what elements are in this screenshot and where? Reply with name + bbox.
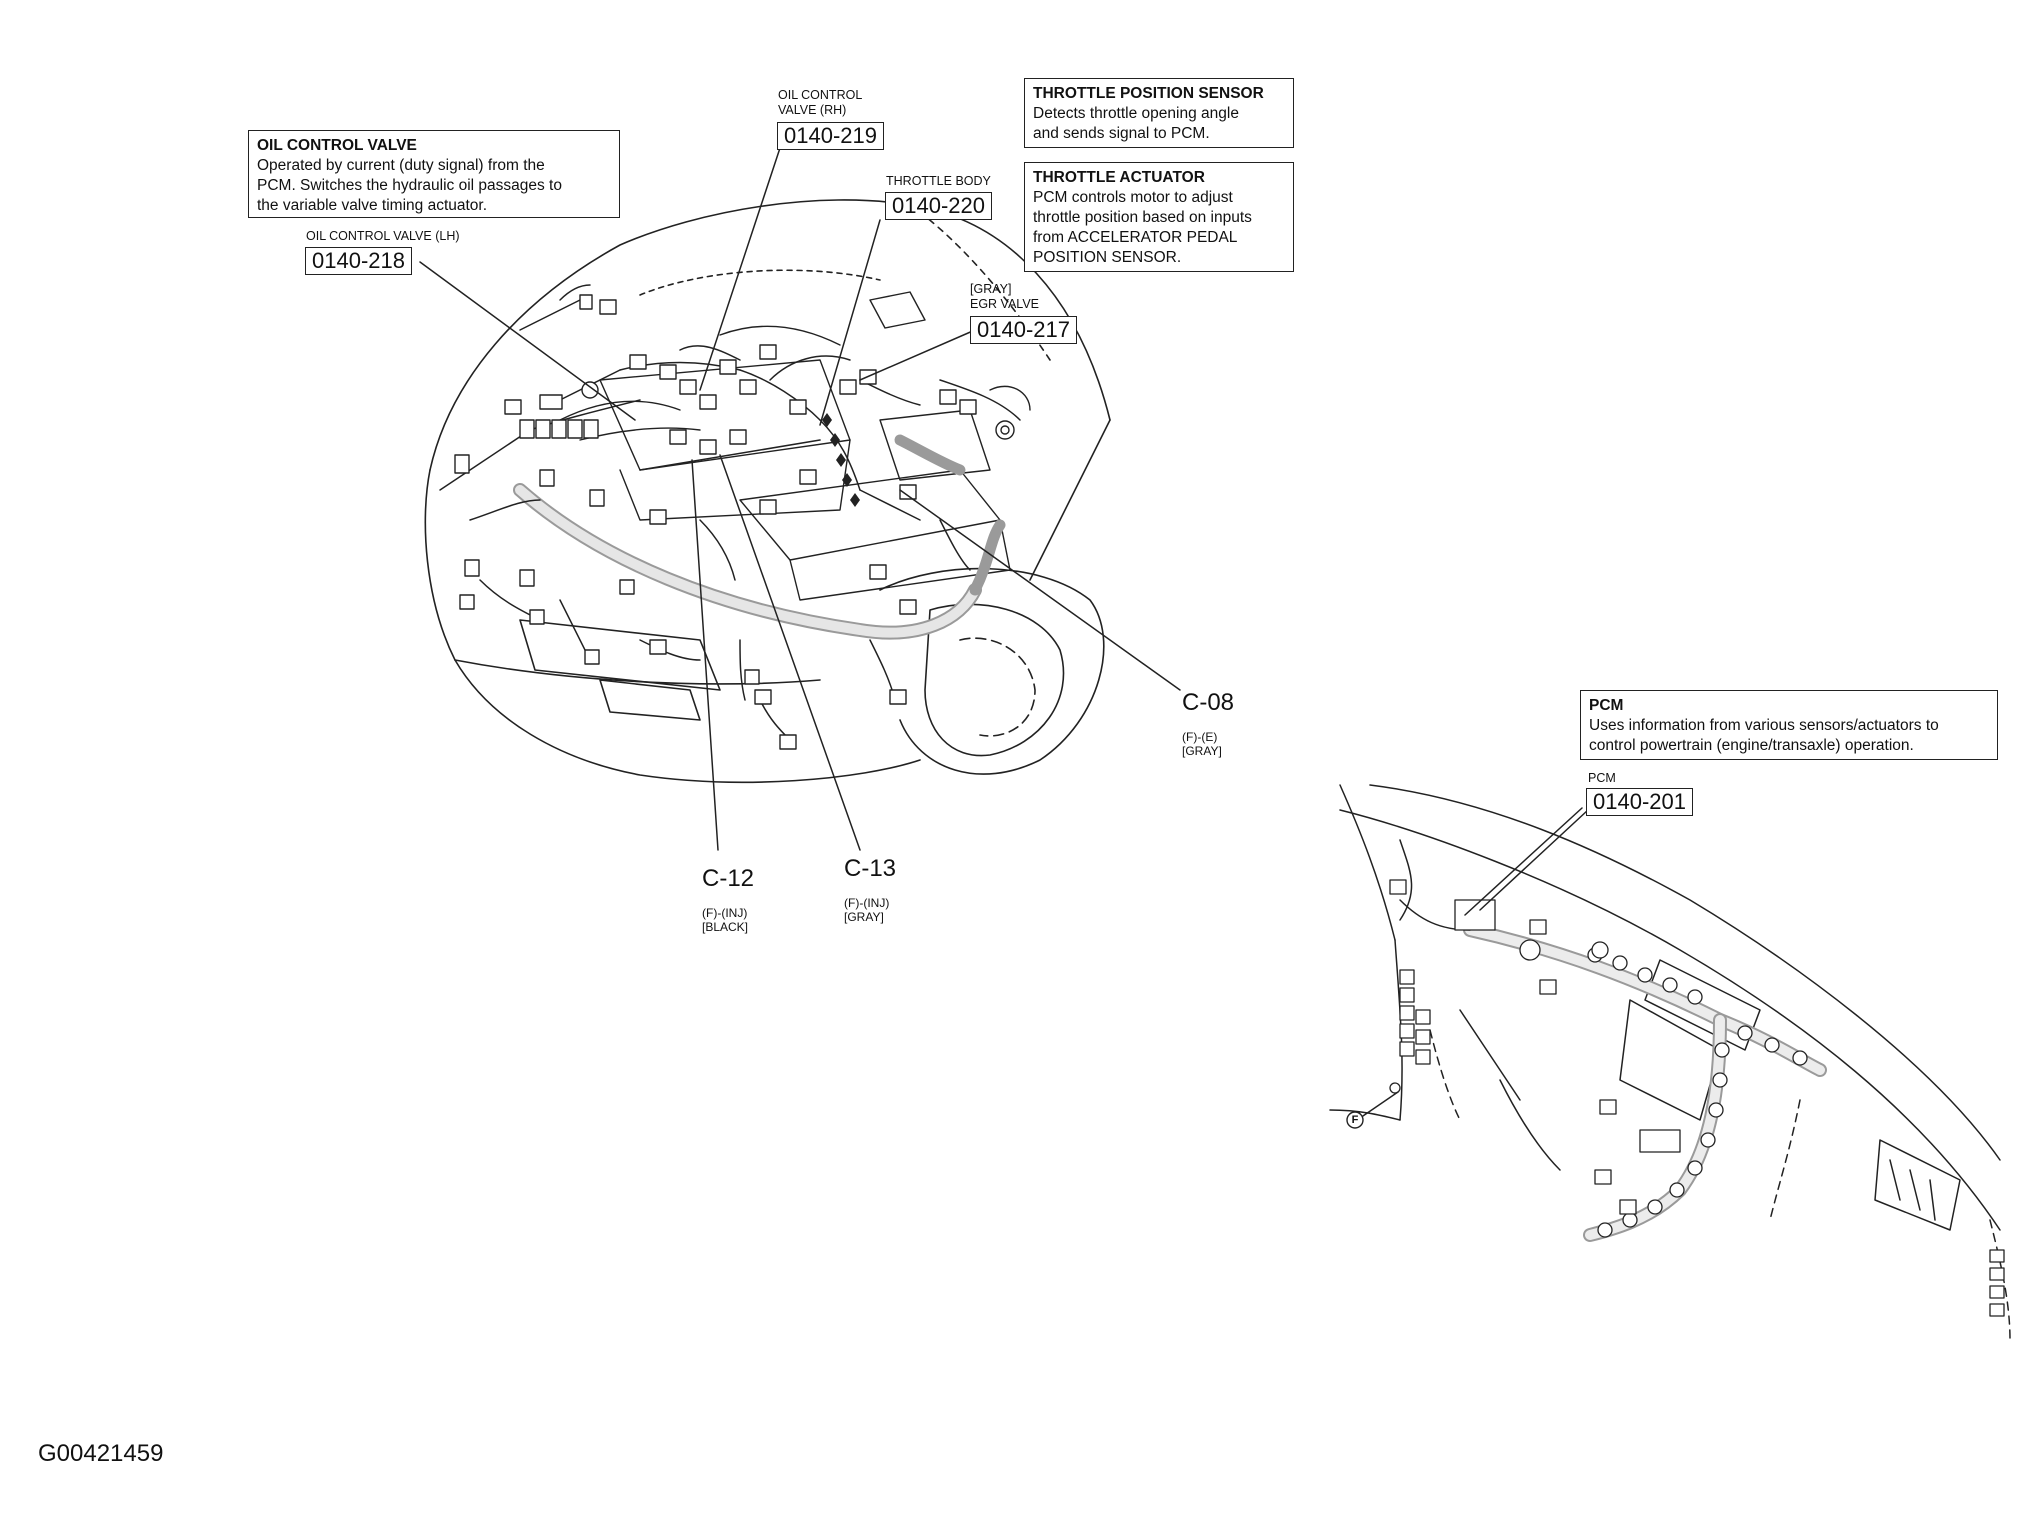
leader-lines bbox=[419, 147, 1181, 851]
marker-f: F bbox=[1351, 1114, 1359, 1126]
connector-c12-detail: (F)-(INJ) [BLACK] bbox=[702, 906, 749, 934]
main-harness bbox=[513, 427, 1006, 640]
label-egr-valve: [GRAY] EGR VALVE bbox=[970, 282, 1040, 311]
callout-throttle-actuator: THROTTLE ACTUATOR PCM controls motor to … bbox=[1024, 162, 1294, 272]
callout-oil-control-valve-heading: OIL CONTROL VALVE bbox=[257, 137, 417, 154]
callout-throttle-position-sensor: THROTTLE POSITION SENSOR Detects throttl… bbox=[1024, 78, 1294, 148]
label-ocv-lh: OIL CONTROL VALVE (LH) bbox=[306, 229, 460, 243]
code-egr-valve: 0140-217 bbox=[970, 316, 1077, 344]
throttle-marks bbox=[822, 413, 860, 507]
connector-c13-detail: (F)-(INJ) [GRAY] bbox=[844, 896, 890, 924]
code-ocv-lh: 0140-218 bbox=[305, 247, 412, 275]
callout-tps-body: Detects throttle opening angle and sends… bbox=[1033, 105, 1239, 142]
dashboard-outline bbox=[1329, 784, 2011, 1341]
connector-c13-id: C-13 bbox=[844, 855, 897, 882]
code-pcm: 0140-201 bbox=[1586, 788, 1693, 816]
marker-f-circle bbox=[1346, 1111, 1364, 1129]
callout-oil-control-valve: OIL CONTROL VALVE Operated by current (d… bbox=[248, 130, 620, 218]
callout-pcm: PCM Uses information from various sensor… bbox=[1580, 690, 1998, 760]
callout-throttle-actuator-body: PCM controls motor to adjust throttle po… bbox=[1033, 189, 1252, 266]
connector-blocks bbox=[454, 294, 1015, 750]
connector-c08-detail: (F)-(E) [GRAY] bbox=[1182, 730, 1222, 758]
pcm-leaders bbox=[1359, 807, 1589, 1119]
connector-c13: C-13 (F)-(INJ) [GRAY] bbox=[844, 842, 897, 925]
connector-c12: C-12 (F)-(INJ) [BLACK] bbox=[702, 852, 755, 935]
engine-parts bbox=[559, 291, 1031, 601]
connector-c08: C-08 (F)-(E) [GRAY] bbox=[1182, 676, 1235, 759]
callout-oil-control-valve-body: Operated by current (duty signal) from t… bbox=[257, 157, 562, 214]
figure-id: G00421459 bbox=[38, 1440, 164, 1467]
code-ocv-rh: 0140-219 bbox=[777, 122, 884, 150]
callout-tps-heading: THROTTLE POSITION SENSOR bbox=[1033, 85, 1264, 102]
label-pcm: PCM bbox=[1588, 771, 1616, 785]
connector-c12-id: C-12 bbox=[702, 865, 755, 892]
dashboard-connectors bbox=[1389, 879, 2005, 1317]
code-throttle-body: 0140-220 bbox=[885, 192, 992, 220]
label-ocv-rh: OIL CONTROL VALVE (RH) bbox=[778, 88, 863, 117]
connector-c08-id: C-08 bbox=[1182, 689, 1235, 716]
callout-pcm-body: Uses information from various sensors/ac… bbox=[1589, 717, 1939, 754]
label-throttle-body: THROTTLE BODY bbox=[886, 174, 991, 188]
callout-pcm-heading: PCM bbox=[1589, 697, 1624, 714]
callout-throttle-actuator-heading: THROTTLE ACTUATOR bbox=[1033, 169, 1205, 186]
harness-beads bbox=[1587, 947, 1808, 1238]
